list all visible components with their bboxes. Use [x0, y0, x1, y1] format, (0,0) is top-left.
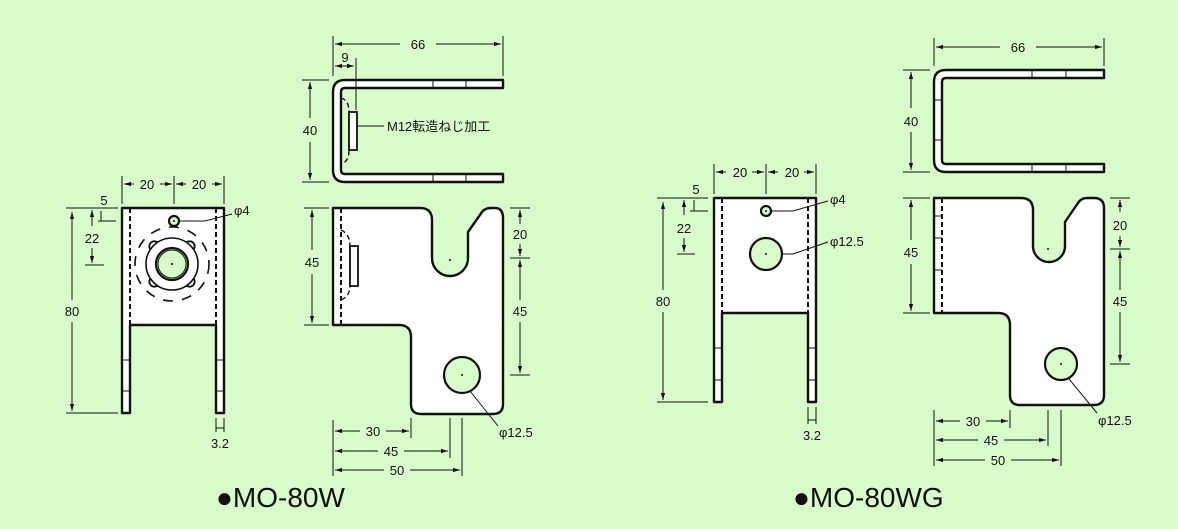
dim-notch-depth: 20	[513, 227, 527, 242]
dim-length: 66	[1011, 40, 1025, 55]
dim-height: 40	[904, 114, 918, 129]
dim-height: 40	[303, 123, 317, 138]
dim-hole-center: 22	[85, 231, 99, 246]
dim-height: 80	[656, 294, 670, 309]
front-view: 20 20 80 22 5 3.2 φ4	[65, 176, 250, 451]
dim-width-right: 20	[192, 177, 206, 192]
dim-step: 30	[966, 414, 980, 429]
model-mo-80wg: 20 20 80 22 5 3.2 φ4 φ12.5 66	[656, 38, 1132, 513]
dim-height: 80	[65, 304, 79, 319]
dim-hole-drop: 45	[1113, 294, 1127, 309]
dim-hole-top: 5	[100, 193, 107, 208]
dim-thickness: 3.2	[211, 436, 229, 451]
nut-feature	[134, 226, 210, 302]
dim-hole-drop: 45	[513, 304, 527, 319]
dim-width-left: 20	[140, 177, 154, 192]
model-title: ●MO-80W	[216, 482, 345, 513]
dim-notch-pos: 45	[384, 444, 398, 459]
label-small-hole: φ4	[234, 203, 250, 218]
dim-hole-top: 5	[692, 182, 699, 197]
label-large-hole: φ12.5	[1098, 413, 1132, 428]
dim-upper-height: 45	[305, 255, 319, 270]
label-small-hole: φ4	[830, 192, 846, 207]
dim-hole-center: 22	[677, 221, 691, 236]
model-mo-80w: 20 20 80 22 5 3.2 φ4 66 9	[65, 36, 533, 513]
side-view: 45 20 45 30 45 50 φ12.5	[903, 196, 1132, 468]
dim-nut-offset: 9	[341, 50, 348, 65]
top-view: 66 9 40 M12転造ねじ加工	[302, 36, 505, 184]
side-view: 45 20 45 30 45 50 φ12.5	[304, 206, 533, 478]
dim-upper-height: 45	[904, 245, 918, 260]
dim-hole-pos: 50	[991, 453, 1005, 468]
dim-hole-pos: 50	[390, 463, 404, 478]
dim-notch-pos: 45	[984, 433, 998, 448]
label-large-hole: φ12.5	[830, 234, 864, 249]
top-view: 66 40	[903, 38, 1106, 174]
dim-thickness: 3.2	[803, 428, 821, 443]
dim-length: 66	[411, 37, 425, 52]
model-title: ●MO-80WG	[793, 482, 944, 513]
label-large-hole: φ12.5	[499, 425, 533, 440]
dim-width-right: 20	[785, 165, 799, 180]
dim-notch-depth: 20	[1113, 218, 1127, 233]
front-view: 20 20 80 22 5 3.2 φ4 φ12.5	[656, 164, 864, 443]
dim-width-left: 20	[733, 165, 747, 180]
label-thread-note: M12転造ねじ加工	[387, 119, 490, 134]
dim-step: 30	[366, 424, 380, 439]
